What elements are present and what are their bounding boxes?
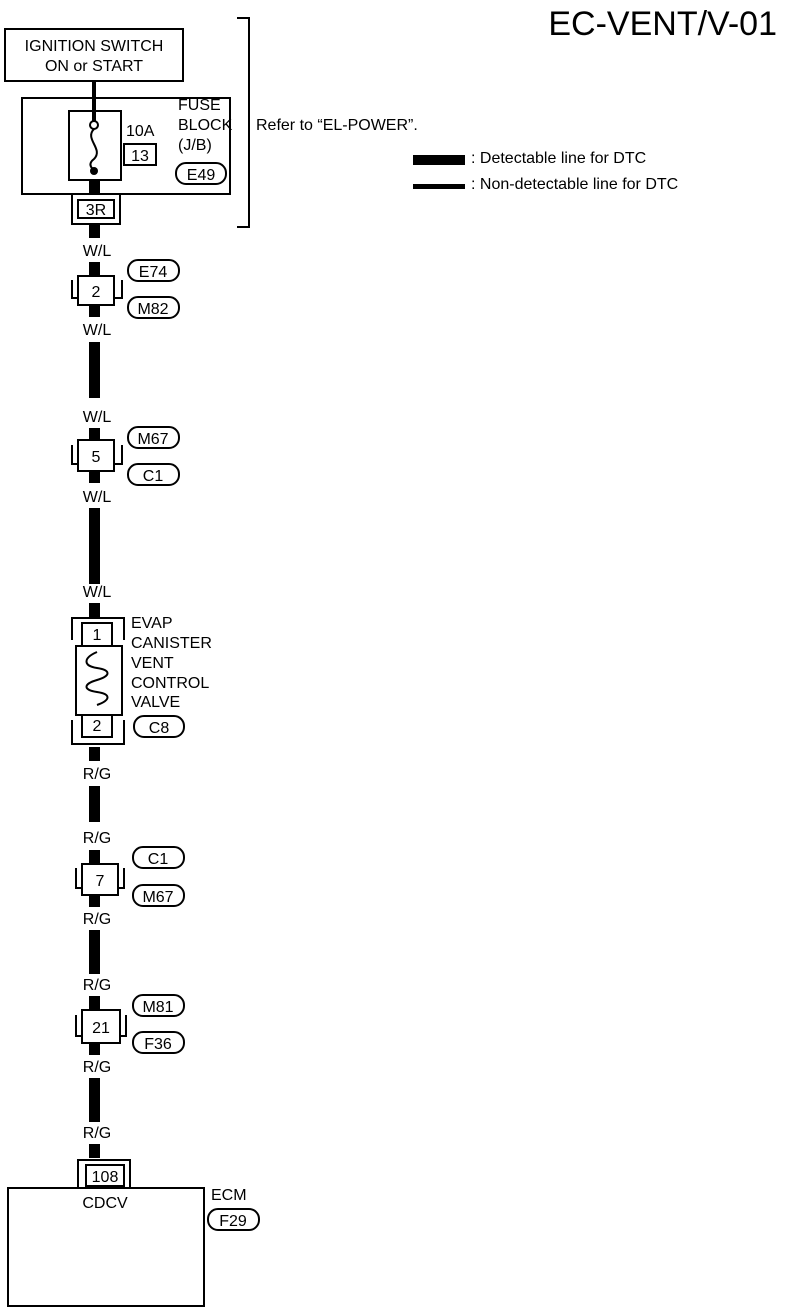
ecm-box [7, 1187, 205, 1307]
wire-color-label: R/G [83, 830, 111, 847]
wire-color-label: W/L [83, 489, 112, 506]
valve-name-1: EVAP [131, 615, 173, 632]
wire-color-label: R/G [83, 1059, 111, 1076]
fuse-block-label-3: (J/B) [178, 137, 212, 154]
solenoid-coil-icon [85, 651, 109, 706]
ignition-line1: IGNITION SWITCH [25, 38, 164, 55]
fuse-terminal-bottom [90, 167, 98, 175]
ecm: 108 CDCV ECM F29 [7, 1159, 260, 1307]
evap-vent-control-valve: 1 2 EVAP CANISTER VENT CONTROL VALVE C8 [71, 615, 212, 745]
ecm-connector-id: F29 [219, 1213, 247, 1230]
power-bracket [237, 17, 250, 228]
detectable-wire [89, 180, 100, 1158]
fuse-block: 10A 13 FUSE BLOCK (J/B) E49 [21, 97, 233, 195]
connector-pin: 7 [96, 873, 105, 890]
valve-connector-id: C8 [149, 720, 170, 737]
wire-color-label: R/G [83, 1125, 111, 1142]
wire-color-label: R/G [83, 977, 111, 994]
ecm-pin: 108 [92, 1169, 119, 1186]
connector-id: M81 [142, 999, 173, 1016]
connector-id: M67 [137, 431, 168, 448]
legend-non-detectable-label: : Non-detectable line for DTC [471, 176, 678, 193]
connector-id-badge [175, 162, 227, 185]
legend-detectable-label: : Detectable line for DTC [471, 150, 646, 167]
connector-id: C1 [148, 851, 169, 868]
connector-id: M67 [142, 889, 173, 906]
fuse-output-pin: 3R [86, 202, 106, 219]
connector-m67-c1: 5 M67 C1 [71, 426, 180, 486]
valve-name-3: VENT [131, 655, 174, 672]
ignition-line2: ON or START [45, 58, 143, 75]
fuse-block-label-1: FUSE [178, 97, 221, 114]
wire-color-label: W/L [83, 584, 112, 601]
connector-pin: 21 [92, 1020, 110, 1037]
fuse-number: 13 [131, 148, 149, 165]
ecm-terminal-name: CDCV [82, 1195, 128, 1212]
wire-color-label: R/G [83, 766, 111, 783]
legend-non-detectable-swatch [413, 184, 465, 189]
connector-id: F36 [144, 1036, 172, 1053]
valve-pin-bottom: 2 [93, 718, 102, 735]
connector-e74-m82: 2 E74 M82 [71, 259, 180, 319]
refer-note: Refer to “EL-POWER”. [256, 117, 418, 134]
wire-color-label: W/L [83, 322, 112, 339]
ignition-switch: IGNITION SWITCH ON or START [4, 28, 184, 82]
legend-detectable-swatch [413, 155, 465, 165]
valve-name-2: CANISTER [131, 635, 212, 652]
connector-id: E74 [139, 264, 168, 281]
legend: : Detectable line for DTC : Non-detectab… [413, 150, 678, 193]
fuse-output-connector: 3R [71, 193, 121, 225]
valve-name-5: VALVE [131, 694, 180, 711]
connector-id: C1 [143, 468, 164, 485]
valve-pin-top: 1 [93, 627, 102, 644]
fuse-terminal-top [89, 120, 99, 130]
ecm-name: ECM [211, 1187, 247, 1204]
fuse-block-label-2: BLOCK [178, 117, 233, 134]
page-title: EC-VENT/V-01 [548, 5, 777, 43]
valve-name-4: CONTROL [131, 675, 209, 692]
fuse-icon [89, 128, 98, 171]
wire-color-label: W/L [83, 243, 112, 260]
wire-color-label: R/G [83, 911, 111, 928]
connector-m81-f36: 21 M81 F36 [75, 994, 185, 1054]
wire-color-label: W/L [83, 409, 112, 426]
fuse-rating: 10A [126, 123, 155, 140]
connector-pin: 2 [92, 284, 101, 301]
connector-c1-m67: 7 C1 M67 [75, 846, 185, 907]
fuse-block-connector-id: E49 [187, 167, 216, 184]
connector-id: M82 [137, 301, 168, 318]
connector-pin: 5 [92, 449, 101, 466]
